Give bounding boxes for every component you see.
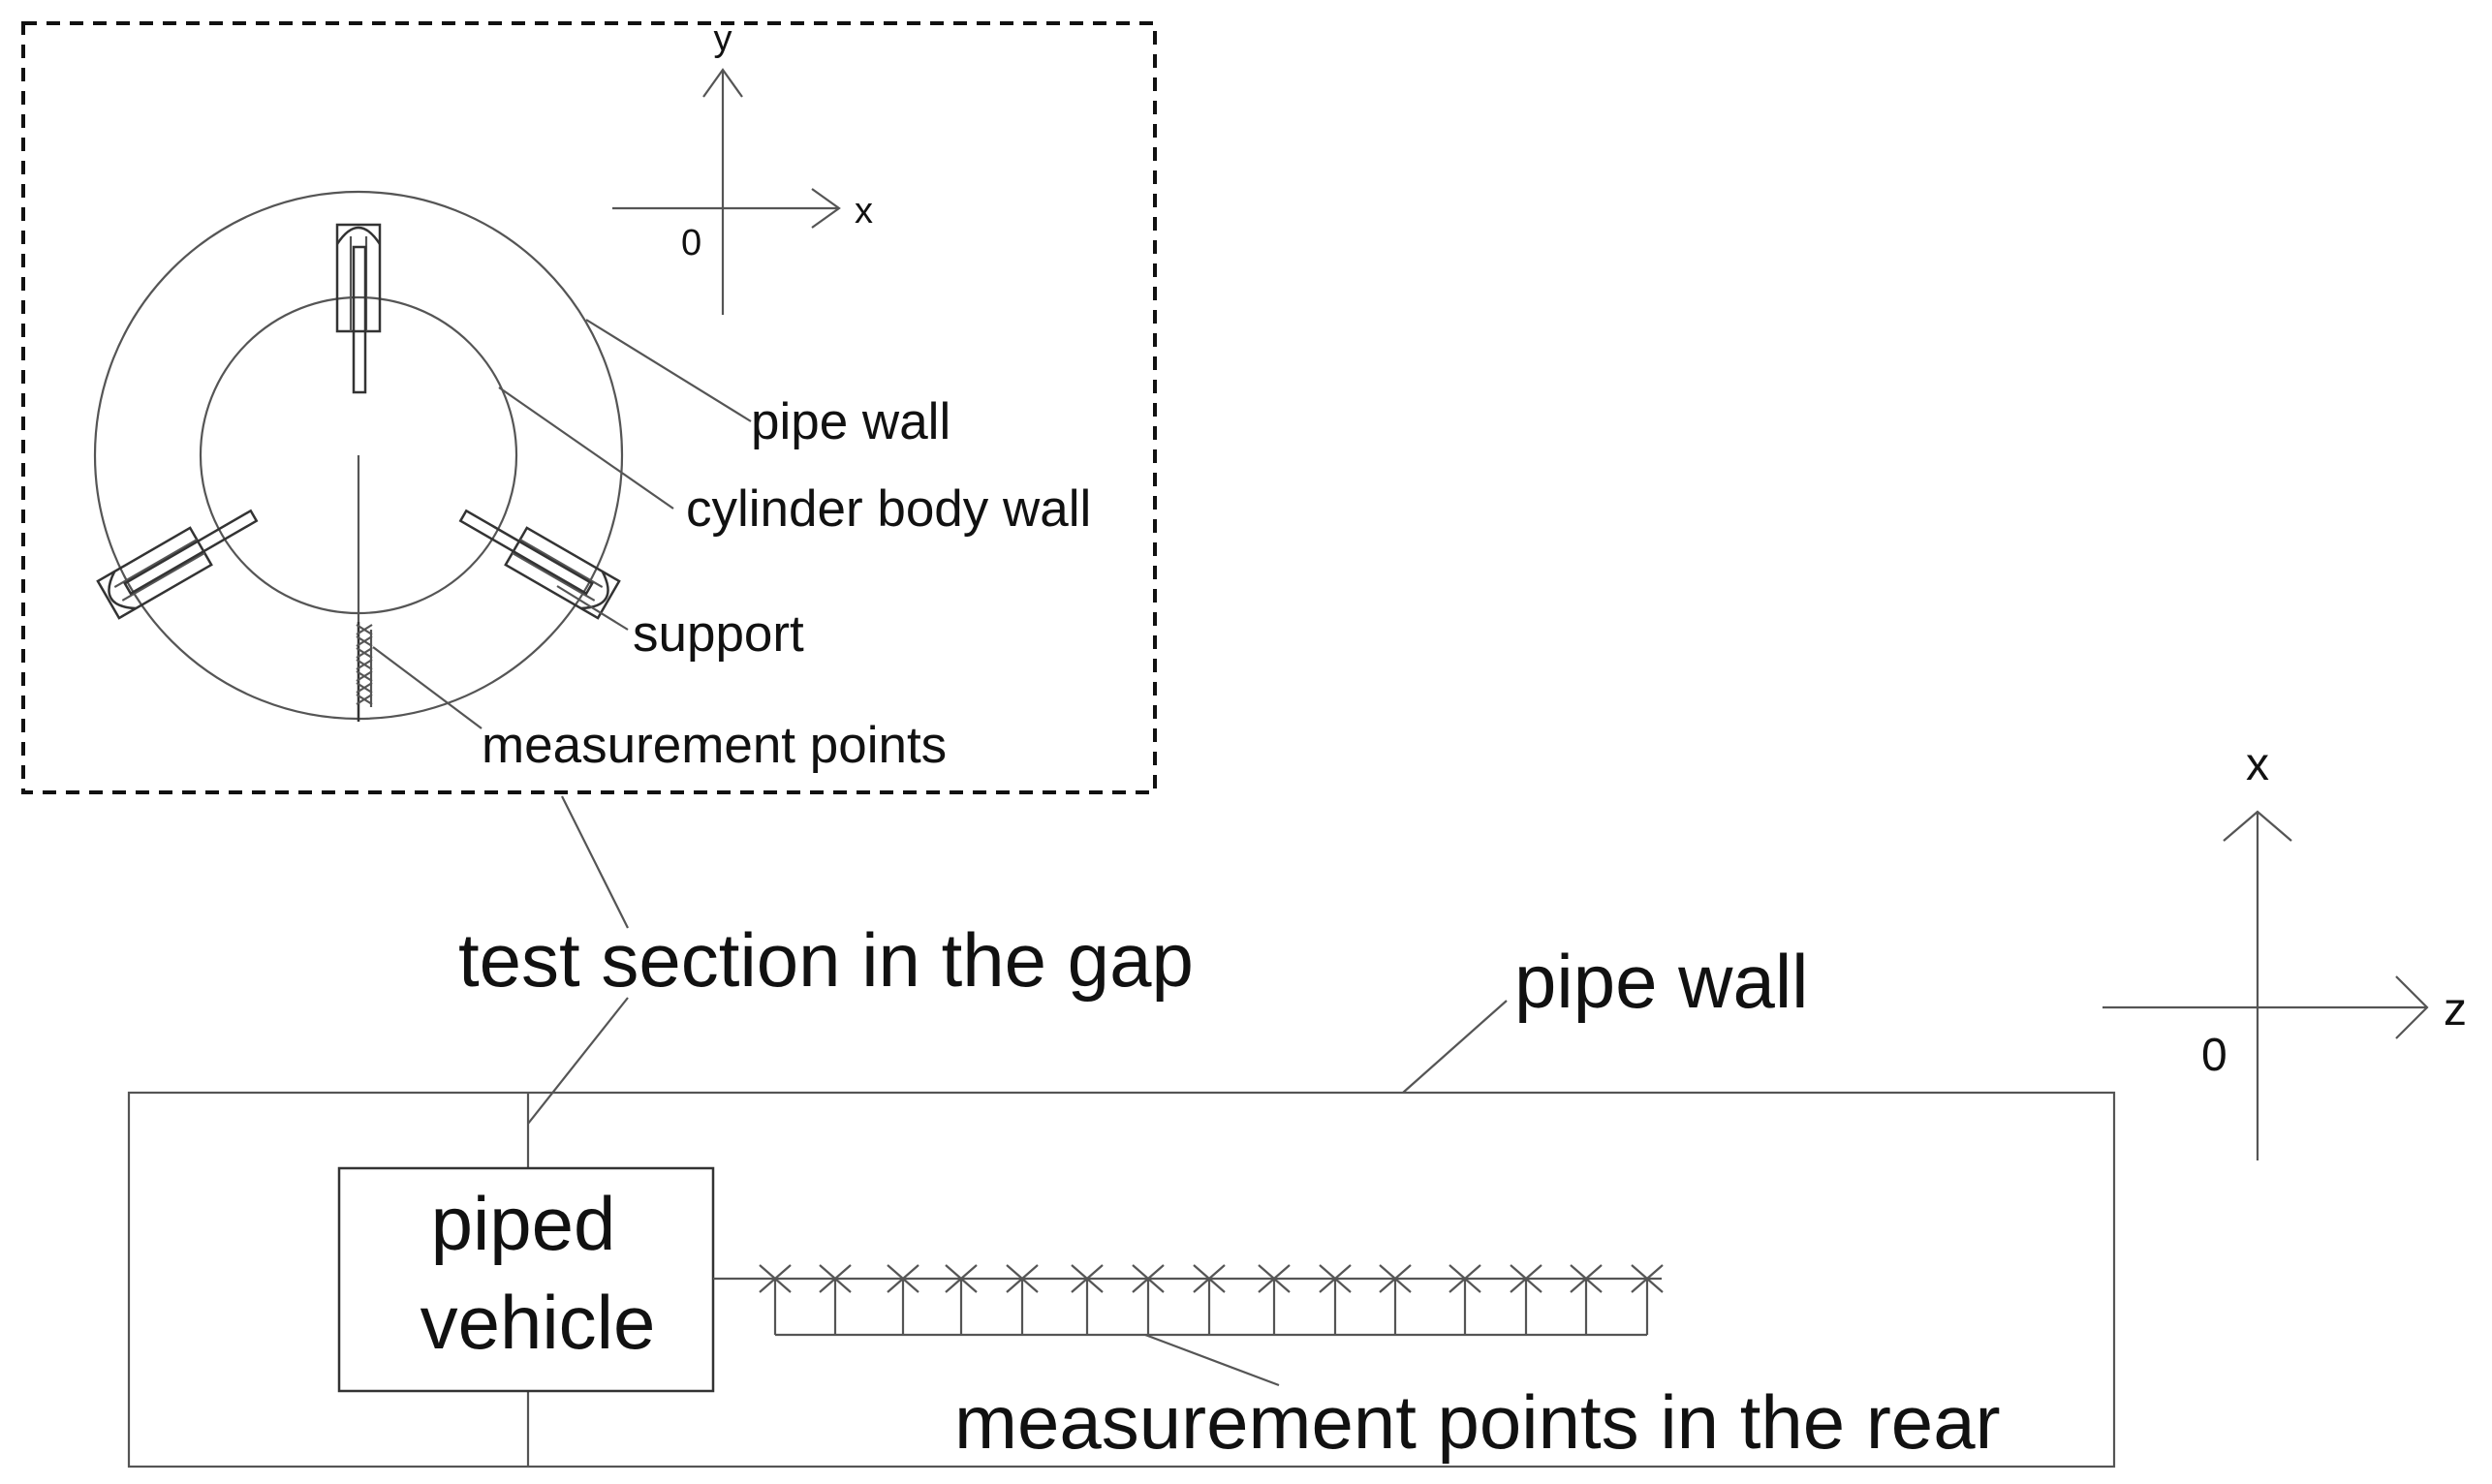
- rake-measurement-point: [1193, 1264, 1226, 1335]
- rake-measurement-point: [1006, 1264, 1039, 1335]
- support-top-cap: [335, 226, 382, 245]
- rake-measurement-point: [1448, 1264, 1481, 1335]
- leader-inset-to-test-section: [561, 795, 629, 929]
- support-right-rod: [458, 509, 594, 596]
- support-top: [335, 223, 382, 394]
- rake-measurement-point: [1319, 1264, 1352, 1335]
- rake-measurement-point: [945, 1264, 978, 1335]
- leader-cylinder-body-wall: [498, 386, 674, 510]
- inset-x-label: x: [855, 191, 873, 232]
- main-z-label: z: [2444, 984, 2467, 1036]
- inset-measurement-mark: [356, 647, 373, 659]
- leader-measurement-points: [372, 646, 483, 729]
- inset-origin-label: 0: [681, 223, 701, 263]
- inset-measurement-mark: [356, 682, 373, 694]
- inset-cross-section: y x 0: [21, 18, 1157, 794]
- rake-measurement-point: [1071, 1264, 1104, 1335]
- label-vehicle-line1: piped: [431, 1181, 616, 1266]
- inset-measurement-mark: [356, 659, 373, 670]
- support-left-rod: [123, 509, 259, 596]
- rake-measurement-point: [819, 1264, 852, 1335]
- label-test-section: test section in the gap: [458, 917, 1194, 1003]
- rake-measurement-point: [1570, 1264, 1603, 1335]
- rake-measurement-point: [1631, 1264, 1664, 1335]
- support-right: [458, 509, 621, 620]
- inset-measurement-ticks: [356, 624, 373, 705]
- main-z-arrow: [2395, 975, 2429, 1039]
- inset-measurement-mark: [356, 624, 373, 635]
- rake-measurement-point: [759, 1264, 792, 1335]
- label-main-pipe-wall: pipe wall: [1514, 939, 1809, 1024]
- label-inset-measurement-points: measurement points: [482, 717, 947, 774]
- main-x-arrow: [2223, 810, 2292, 842]
- main-side-view: test section in the gap pipe wall piped …: [127, 739, 2467, 1469]
- inset-y-arrow: [702, 68, 743, 98]
- label-support: support: [633, 605, 804, 663]
- main-pipe-wall-rect: [127, 1091, 2116, 1469]
- rake-measurement-point: [887, 1264, 919, 1335]
- main-x-label: x: [2246, 739, 2269, 790]
- main-origin-label: 0: [2201, 1030, 2227, 1081]
- rake-measurement-point: [1510, 1264, 1542, 1335]
- leader-rear-points: [1144, 1333, 1280, 1387]
- support-top-body: [335, 223, 382, 333]
- support-top-rod: [352, 245, 367, 394]
- inset-x-arrow: [811, 188, 841, 229]
- label-vehicle-line2: vehicle: [421, 1280, 656, 1365]
- leader-support: [556, 585, 629, 631]
- rake-measurement-point: [1379, 1264, 1412, 1335]
- inset-measurement-mark: [356, 635, 373, 647]
- main-axes: x z 0: [2103, 739, 2467, 1160]
- rake-measurement-marks: [759, 1264, 1664, 1335]
- rake-measurement-point: [1258, 1264, 1291, 1335]
- leader-test-section: [527, 997, 629, 1125]
- label-inset-pipe-wall: pipe wall: [751, 393, 950, 450]
- rake-measurement-point: [1132, 1264, 1165, 1335]
- support-left-cap: [108, 571, 137, 610]
- inset-measurement-points: [356, 622, 373, 722]
- inset-axes: y x 0: [612, 18, 873, 315]
- leader-pipe-wall: [585, 319, 752, 422]
- support-right-cap: [580, 571, 609, 610]
- support-left-body: [96, 526, 213, 620]
- label-cylinder-body-wall: cylinder body wall: [686, 480, 1091, 538]
- leader-main-pipe-wall: [1402, 1000, 1508, 1094]
- rear-measurement-rake: [713, 1264, 1664, 1337]
- support-left: [96, 509, 259, 620]
- inset-dashed-frame: [21, 21, 1157, 794]
- inset-y-label: y: [714, 18, 732, 59]
- label-rear-measurement-points: measurement points in the rear: [954, 1379, 2001, 1465]
- support-right-body: [504, 526, 621, 620]
- inset-measurement-mark: [356, 670, 373, 682]
- inset-measurement-mark: [356, 694, 373, 705]
